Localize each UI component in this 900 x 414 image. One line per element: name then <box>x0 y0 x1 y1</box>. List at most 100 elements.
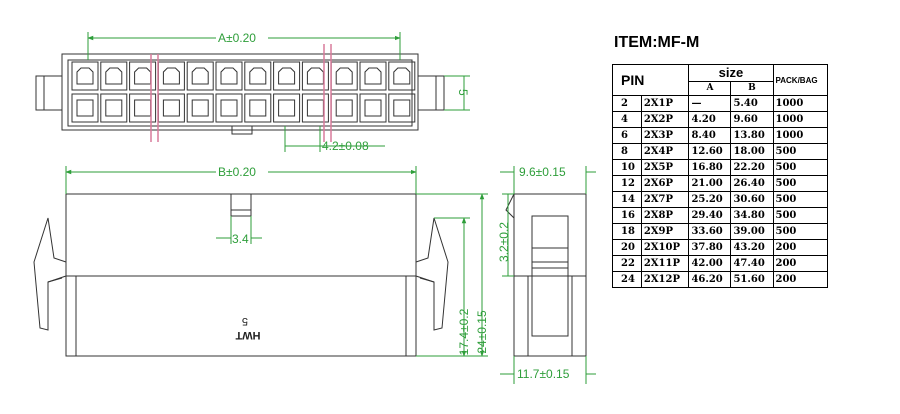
dim-side-top-label: 9.6±0.15 <box>519 165 566 179</box>
pin-cell <box>359 93 387 123</box>
dim-height-top-label: 5 <box>456 89 470 96</box>
dim-pitch <box>284 126 385 152</box>
pin-hole <box>105 67 123 85</box>
cell-pack: 1000 <box>772 111 828 128</box>
cell-a: 42.00 <box>688 255 732 272</box>
cell-b: 18.00 <box>730 143 774 160</box>
cell-code: 2X9P <box>640 223 690 240</box>
cell-code: 2X10P <box>640 239 690 256</box>
mark-text: HWT <box>235 329 260 341</box>
cell-pin: 4 <box>612 111 642 128</box>
pin-cell <box>71 93 99 123</box>
dim-17-label: 17.4±0.2 <box>457 308 471 355</box>
item-title: ITEM:MF-M <box>614 34 700 51</box>
pin-hole <box>364 99 382 117</box>
dim-latch-label: 3.4 <box>232 232 249 246</box>
cell-a: 25.20 <box>688 191 732 208</box>
cell-a: 37.80 <box>688 239 732 256</box>
cell-code: 2X2P <box>640 111 690 128</box>
top-view <box>35 53 445 135</box>
pin-cell <box>157 93 185 123</box>
latch <box>230 193 252 217</box>
pin-cell <box>388 61 416 91</box>
cell-code: 2X11P <box>640 255 690 272</box>
top-view-body <box>61 53 419 131</box>
dim-pitch-label: 4.2±0.08 <box>322 139 369 153</box>
cell-b: 34.80 <box>730 207 774 224</box>
pin-hole <box>335 99 353 117</box>
cell-b: 39.00 <box>730 223 774 240</box>
header-a: A <box>688 80 732 97</box>
pin-cell <box>129 61 157 91</box>
dim-a-label: A±0.20 <box>218 31 256 45</box>
cell-code: 2X8P <box>640 207 690 224</box>
cell-pin: 16 <box>612 207 642 224</box>
cell-pin: 22 <box>612 255 642 272</box>
dim-b-label: B±0.20 <box>218 165 256 179</box>
pin-cell <box>273 61 301 91</box>
cell-pin: 6 <box>612 127 642 144</box>
cell-a: — <box>688 95 732 112</box>
header-pin: PIN <box>611 64 690 96</box>
pin-hole <box>220 99 238 117</box>
cell-pack: 500 <box>772 207 828 224</box>
cell-code: 2X7P <box>640 191 690 208</box>
pin-cell <box>301 93 329 123</box>
right-latch-arm <box>415 217 449 331</box>
cell-pack: 500 <box>772 175 828 192</box>
pin-hole <box>393 99 411 117</box>
cell-pack: 500 <box>772 223 828 240</box>
cell-pin: 12 <box>612 175 642 192</box>
pin-cell <box>330 93 358 123</box>
mark-number: 5 <box>242 315 248 327</box>
cell-pack: 200 <box>772 239 828 256</box>
cell-b: 5.40 <box>730 95 774 112</box>
cell-pin: 20 <box>612 239 642 256</box>
cell-pin: 18 <box>612 223 642 240</box>
cell-a: 4.20 <box>688 111 732 128</box>
cell-a: 8.40 <box>688 127 732 144</box>
cell-pack: 200 <box>772 255 828 272</box>
pin-cell <box>186 93 214 123</box>
pin-hole <box>134 99 152 117</box>
cell-pack: 200 <box>772 271 828 288</box>
cell-a: 33.60 <box>688 223 732 240</box>
pin-cell <box>129 93 157 123</box>
cell-code: 2X12P <box>640 271 690 288</box>
cell-pack: 1000 <box>772 95 828 112</box>
cell-code: 2X1P <box>640 95 690 112</box>
top-view-left-tab <box>35 75 63 111</box>
pin-hole <box>220 67 238 85</box>
cell-pin: 24 <box>612 271 642 288</box>
pin-hole <box>393 67 411 85</box>
dim-side-bottom-label: 11.7±0.15 <box>517 367 570 381</box>
cell-pin: 14 <box>612 191 642 208</box>
cell-pack: 500 <box>772 191 828 208</box>
side-view-body <box>513 193 587 357</box>
cell-b: 26.40 <box>730 175 774 192</box>
pin-hole <box>76 99 94 117</box>
pin-hole <box>335 67 353 85</box>
pin-cell <box>157 61 185 91</box>
cell-b: 22.20 <box>730 159 774 176</box>
pin-cell <box>100 61 128 91</box>
top-view-right-tab <box>417 75 445 111</box>
side-view <box>505 193 587 357</box>
pin-cell <box>273 93 301 123</box>
pin-hole <box>134 67 152 85</box>
cell-b: 51.60 <box>730 271 774 288</box>
left-latch-arm <box>33 217 67 331</box>
header-pack: PACK/BAG <box>772 64 828 96</box>
pin-hole <box>278 67 296 85</box>
pin-cell <box>244 61 272 91</box>
header-b: B <box>730 80 774 97</box>
